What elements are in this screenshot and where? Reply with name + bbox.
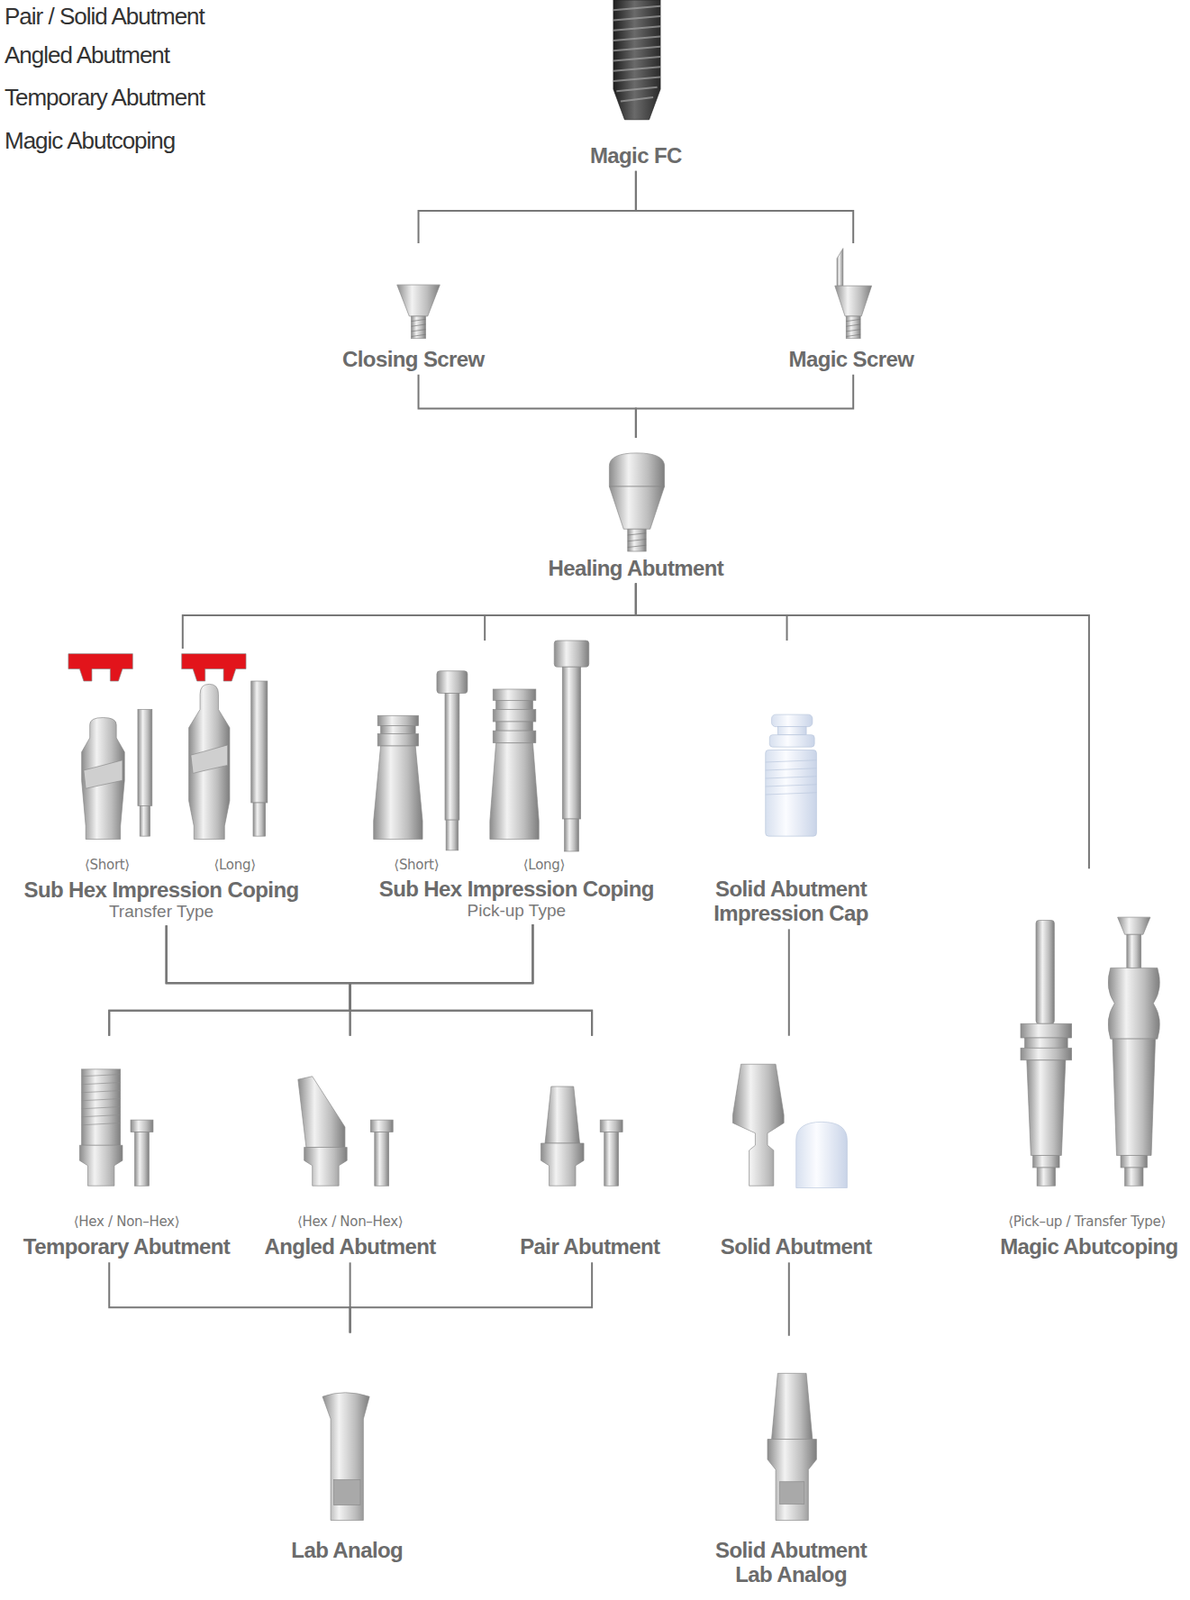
connector-line [166,925,592,1036]
connector-line [788,1262,791,1336]
connector-line [788,928,791,1036]
variant-label: ⟨Hex / Non–Hex⟩ [297,1213,403,1230]
component-node: Pair Abutment [513,1035,667,1263]
variant-label: ⟨Hex / Non–Hex⟩ [73,1213,180,1230]
connector-line [635,374,854,438]
component-name: Sub Hex Impression Coping [363,876,670,901]
index-label: Temporary Abutment [4,83,205,112]
component-node: Magic Screw [769,243,933,375]
index-label: Angled Abutment [4,41,170,70]
connector-line [635,171,854,244]
connector-line [418,171,636,244]
component-node: Solid Abutment [714,1035,879,1263]
component-node: Sub Hex Impression CopingTransfer Type [8,648,315,926]
component-name: Pair Abutment [513,1234,667,1259]
component-name: Sub Hex Impression Coping [8,877,315,902]
component-name: Lab Analog [270,1537,424,1563]
component-node: Sub Hex Impression CopingPick-up Type [363,640,670,925]
component-node: Healing Abutment [534,437,739,584]
connector-line [350,924,593,1036]
index-label: Pair / Solid Abutment [4,2,205,31]
component-name: Temporary Abutment [14,1234,239,1259]
variant-label: ⟨Pick–up / Transfer Type⟩ [1008,1213,1166,1230]
connector-line [109,1262,350,1333]
component-name: Solid Abutment Impression Cap [699,876,883,926]
component-node: Magic FC [564,0,709,172]
connector-line [350,1262,593,1333]
connector-line [635,583,788,641]
component-name: Magic FC [564,143,709,168]
connector-line [109,924,533,1036]
connector-line [418,374,636,438]
component-name: Solid Abutment [714,1234,879,1259]
component-subtitle: Transfer Type [8,901,315,922]
variant-label: ⟨Long⟩ [523,856,565,873]
component-name: Closing Screw [321,346,506,372]
connector-line [350,924,534,1036]
variant-label: ⟨Long⟩ [213,856,255,873]
variant-label: ⟨Short⟩ [393,856,439,873]
index-label: Magic Abutcoping [4,127,175,155]
component-node: Solid Abutment Lab Analog [704,1335,879,1590]
component-node: Lab Analog [270,1332,424,1565]
variant-label: ⟨Short⟩ [84,856,130,873]
component-name: Healing Abutment [534,555,739,581]
component-node: Magic Abutcoping [993,868,1185,1263]
component-node: Solid Abutment Impression Cap [699,640,883,929]
component-name: Angled Abutment [258,1234,443,1259]
connector-line [182,583,636,649]
connector-line [166,925,351,1036]
connector-line [484,583,636,641]
component-name: Solid Abutment Lab Analog [704,1537,879,1587]
component-name: Magic Screw [769,346,933,372]
component-subtitle: Pick-up Type [363,900,670,921]
component-node: Closing Screw [321,243,506,375]
connector-line [109,925,350,1036]
component-name: Magic Abutcoping [993,1234,1185,1259]
connector-line [635,583,1090,870]
